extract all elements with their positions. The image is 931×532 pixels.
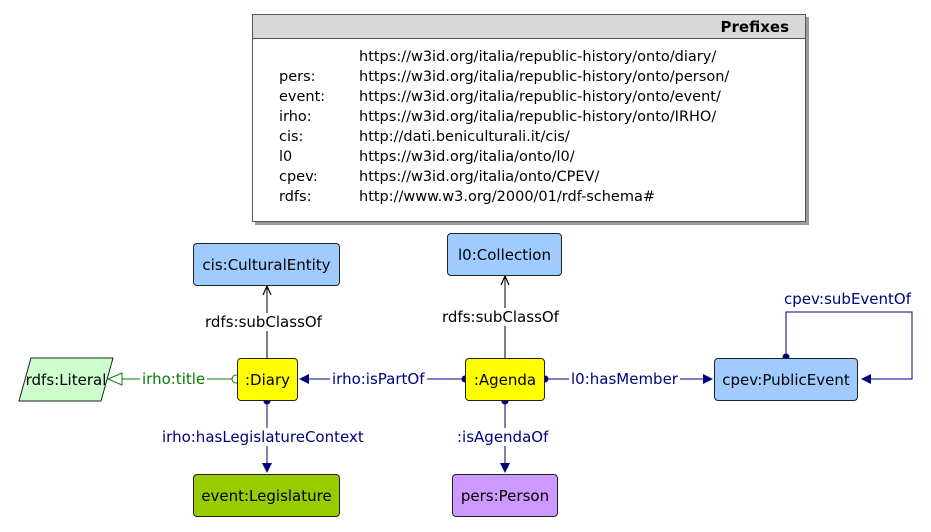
title-arrowhead xyxy=(106,372,123,386)
prefix-iri: https://w3id.org/italia/onto/l0/ xyxy=(359,149,575,165)
edge-sub-event-of xyxy=(785,311,913,384)
agenda-subclassof-label: rdfs:subClassOf xyxy=(440,308,561,326)
prefix-name: rdfs: xyxy=(279,189,312,205)
prefix-name: irho: xyxy=(279,109,312,125)
prefix-iri: http://www.w3.org/2000/01/rdf-schema# xyxy=(359,189,656,205)
prefix-name: cis: xyxy=(279,129,304,145)
person-node[interactable]: pers:Person xyxy=(452,474,558,517)
prefix-iri: https://w3id.org/italia/onto/CPEV/ xyxy=(359,169,600,185)
prefix-iri: https://w3id.org/italia/republic-history… xyxy=(359,109,717,125)
prefix-iri: https://w3id.org/italia/republic-history… xyxy=(359,69,730,85)
prefix-name: l0 xyxy=(279,149,293,165)
prefixes-title: Prefixes xyxy=(253,15,805,39)
prefix-iri: https://w3id.org/italia/republic-history… xyxy=(359,49,717,65)
prefix-row: l0 https://w3id.org/italia/onto/l0/ xyxy=(279,149,575,165)
prefix-name: pers: xyxy=(279,69,316,85)
literal-node-shape xyxy=(18,357,114,402)
prefix-name: event: xyxy=(279,89,326,105)
has-member-label: l0:hasMember xyxy=(569,370,680,388)
title-label: irho:title xyxy=(140,370,208,388)
prefix-row: event: https://w3id.org/italia/republic-h… xyxy=(279,89,721,105)
legislature-node[interactable]: event:Legislature xyxy=(193,474,340,517)
prefix-name: cpev: xyxy=(279,169,318,185)
legislature-context-label: irho:hasLegislatureContext xyxy=(160,428,366,446)
prefix-row: https://w3id.org/italia/republic-history… xyxy=(279,49,716,65)
prefix-row: cpev: https://w3id.org/italia/onto/CPEV/ xyxy=(279,169,599,185)
agenda-node[interactable]: :Agenda xyxy=(465,358,545,401)
literal-node[interactable]: rdfs:Literal xyxy=(25,370,107,389)
cultural-entity-node[interactable]: cis:CulturalEntity xyxy=(193,243,340,286)
prefix-row: rdfs: http://www.w3.org/2000/01/rdf-schem… xyxy=(279,189,655,205)
prefix-row: irho: https://w3id.org/italia/republic-hi… xyxy=(279,109,716,125)
diary-node[interactable]: :Diary xyxy=(237,358,298,401)
prefix-iri: http://dati.beniculturali.it/cis/ xyxy=(359,129,570,145)
prefix-row: pers: https://w3id.org/italia/republic-hi… xyxy=(279,69,729,85)
public-event-node[interactable]: cpev:PublicEvent xyxy=(714,358,858,401)
collection-node[interactable]: l0:Collection xyxy=(447,233,562,276)
is-agenda-of-label: :isAgendaOf xyxy=(455,428,551,446)
prefix-row: cis: http://dati.beniculturali.it/cis/ xyxy=(279,129,570,145)
prefix-iri: https://w3id.org/italia/republic-history… xyxy=(359,89,721,105)
sub-event-of-label: cpev:subEventOf xyxy=(784,290,912,308)
prefixes-panel: Prefixes https://w3id.org/italia/republi… xyxy=(252,14,806,222)
is-part-of-label: irho:isPartOf xyxy=(330,370,427,388)
diary-subclassof-label: rdfs:subClassOf xyxy=(203,313,324,331)
